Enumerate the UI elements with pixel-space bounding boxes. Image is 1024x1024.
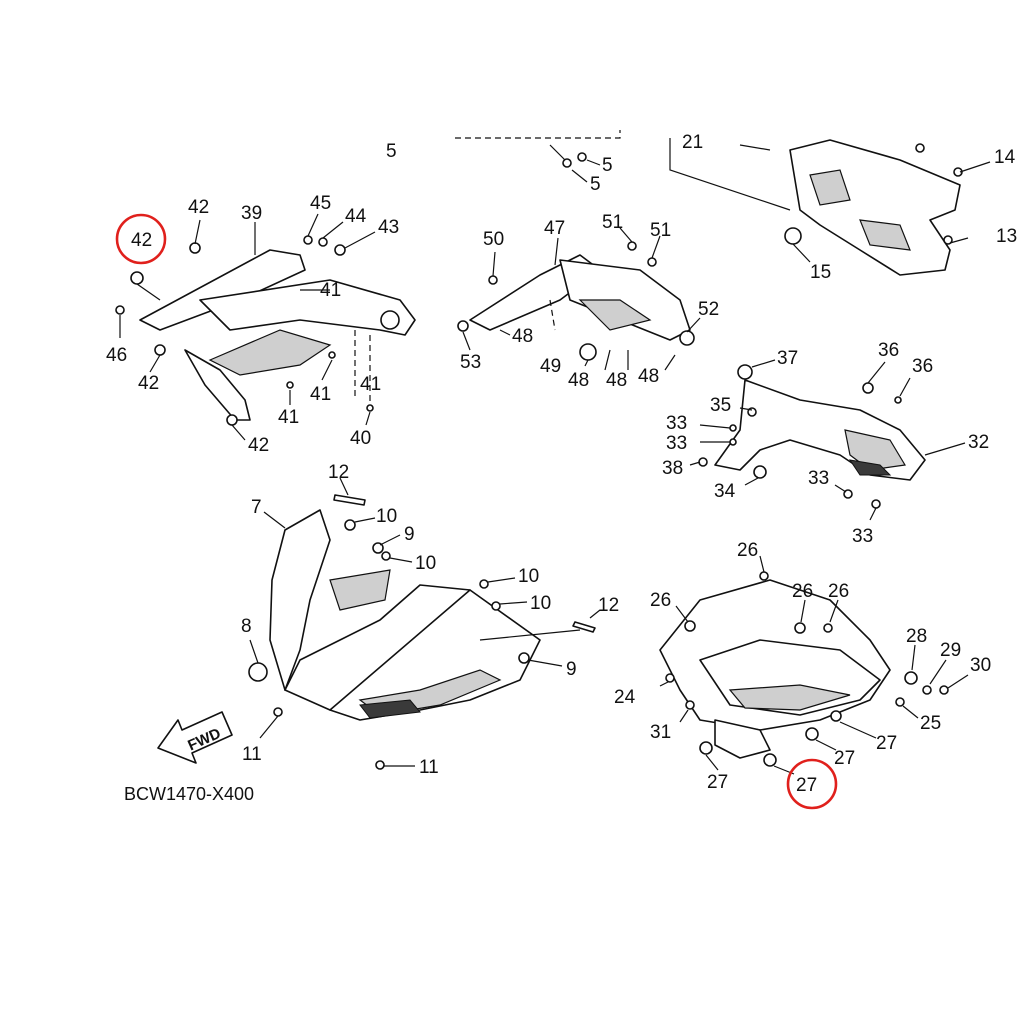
callout-48: 48 xyxy=(568,370,589,391)
callout-32: 32 xyxy=(968,432,989,453)
callout-5: 5 xyxy=(590,174,601,195)
callout-39: 39 xyxy=(241,203,262,224)
callout-50: 50 xyxy=(483,229,504,250)
callout-27-highlighted: 27 xyxy=(796,775,817,796)
callout-26: 26 xyxy=(650,590,671,611)
callout-45: 45 xyxy=(310,193,331,214)
callout-34: 34 xyxy=(714,481,736,502)
callout-33: 33 xyxy=(852,526,873,547)
callout-10: 10 xyxy=(415,553,436,574)
callout-26: 26 xyxy=(737,540,758,561)
callout-10: 10 xyxy=(518,566,539,587)
callout-42: 42 xyxy=(248,435,269,456)
callout-12: 12 xyxy=(328,462,349,483)
part-group-bracket-47 xyxy=(455,130,701,371)
callout-5: 5 xyxy=(386,141,397,162)
callout-52: 52 xyxy=(698,299,719,320)
callout-36: 36 xyxy=(878,340,899,361)
callout-42: 42 xyxy=(188,197,209,218)
callout-38: 38 xyxy=(662,458,683,479)
callout-27: 27 xyxy=(834,748,855,769)
part-group-cover-24 xyxy=(659,555,969,775)
callout-51: 51 xyxy=(650,220,671,241)
callout-27: 27 xyxy=(876,733,897,754)
callout-48: 48 xyxy=(638,366,659,387)
callout-47: 47 xyxy=(544,218,565,239)
callout-21: 21 xyxy=(682,132,703,153)
callout-30: 30 xyxy=(970,655,991,676)
callout-36: 36 xyxy=(912,356,933,377)
callout-33: 33 xyxy=(666,433,687,454)
callout-5: 5 xyxy=(602,155,613,176)
part-group-bracket-39 xyxy=(115,213,416,441)
callout-40: 40 xyxy=(350,428,371,449)
callout-labels: 5 5 5 21 14 13 15 42 39 45 44 43 41 41 4… xyxy=(106,132,1017,796)
callout-11: 11 xyxy=(242,744,262,765)
callout-9: 9 xyxy=(404,524,415,545)
callout-33: 33 xyxy=(666,413,687,434)
callout-41: 41 xyxy=(320,280,341,301)
callout-44: 44 xyxy=(345,206,367,227)
callout-15: 15 xyxy=(810,262,831,283)
part-group-bracket-32 xyxy=(689,359,966,521)
callout-35: 35 xyxy=(710,395,731,416)
callout-37: 37 xyxy=(777,348,798,369)
callout-42: 42 xyxy=(138,373,159,394)
callout-49: 49 xyxy=(540,356,561,377)
highlight-circle-42 xyxy=(115,213,167,265)
callout-53: 53 xyxy=(460,352,481,373)
fwd-arrow-icon: FWD xyxy=(157,711,233,764)
callout-41: 41 xyxy=(310,384,331,405)
callout-48: 48 xyxy=(606,370,627,391)
part-group-frame-13 xyxy=(669,138,991,276)
callout-46: 46 xyxy=(106,345,127,366)
callout-41: 41 xyxy=(278,407,299,428)
callout-43: 43 xyxy=(378,217,399,238)
callout-9: 9 xyxy=(566,659,577,680)
diagram-code: BCW1470-X400 xyxy=(124,784,254,804)
highlight-circle-27 xyxy=(786,758,838,810)
callout-33: 33 xyxy=(808,468,829,489)
part-group-cowling-7 xyxy=(248,477,601,770)
callout-27: 27 xyxy=(707,772,728,793)
callout-48: 48 xyxy=(512,326,533,347)
callout-26: 26 xyxy=(828,581,849,602)
callout-7: 7 xyxy=(251,497,262,518)
callout-8: 8 xyxy=(241,616,252,637)
callout-10: 10 xyxy=(376,506,397,527)
callout-25: 25 xyxy=(920,713,941,734)
callout-31: 31 xyxy=(650,722,671,743)
callout-28: 28 xyxy=(906,626,927,647)
callout-29: 29 xyxy=(940,640,961,661)
callout-51: 51 xyxy=(602,212,623,233)
callout-13: 13 xyxy=(996,226,1017,247)
callout-26: 26 xyxy=(792,581,813,602)
callout-41: 41 xyxy=(360,374,381,395)
callout-24: 24 xyxy=(614,687,636,708)
callout-42-highlighted: 42 xyxy=(131,230,152,251)
callout-11: 11 xyxy=(419,757,439,778)
callout-14: 14 xyxy=(994,147,1016,168)
callout-12: 12 xyxy=(598,595,619,616)
callout-10: 10 xyxy=(530,593,551,614)
